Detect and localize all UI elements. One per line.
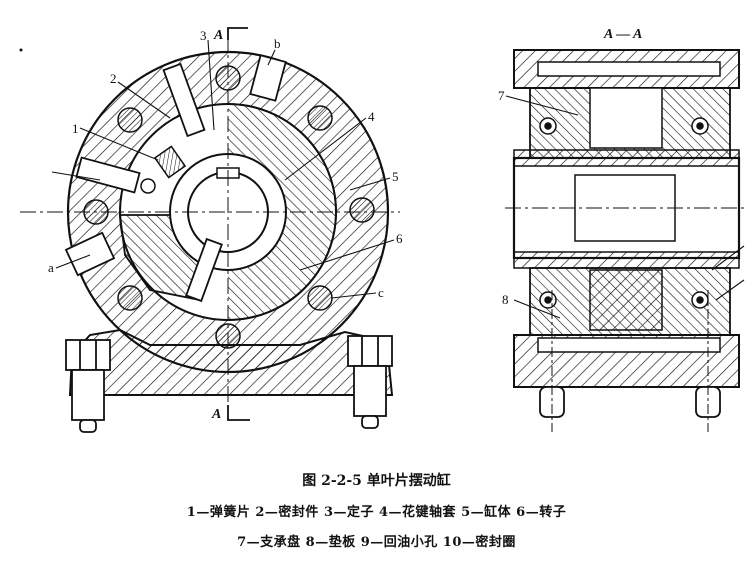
foot-bolt-left [65,339,111,433]
section-label-bottom: A [211,407,221,422]
front-view-drawing: 1 2 3 4 5 6 a b c A A [19,27,403,433]
section-mark-bottom [227,405,250,421]
callout-4: 4 [368,109,375,124]
figure-title: 图 2-2-5 单叶片摆动缸 [302,473,451,489]
seal-block-left [75,156,141,194]
callout-7: 7 [498,88,505,103]
section-view-drawing: A — A [498,27,748,432]
port-b [249,54,287,102]
callout-6: 6 [396,231,403,246]
section-leaders [505,95,745,319]
legend-line-1: 1—弹簧片 2—密封件 3—定子 4—花键轴套 5—缸体 6—转子 [186,505,567,520]
stray-mark [19,48,23,52]
section-foot-bolts [539,386,721,418]
callout-a: a [48,260,54,275]
support-bearings [539,117,709,309]
spring-plate [153,145,187,179]
foot-bolt-right [347,335,393,429]
leader-lines [51,39,395,299]
seal-block-upper [162,62,206,138]
callout-b: b [274,36,281,51]
section-mark-top [227,27,248,40]
callout-c: c [378,285,384,300]
seal-block-lower [185,237,223,303]
callout-8: 8 [502,292,509,307]
callout-2: 2 [110,71,117,86]
callout-3: 3 [200,28,207,43]
legend-line-2: 7—支承盘 8—垫板 9—回油小孔 10—密封圈 [237,535,516,550]
section-title: A — A [603,27,642,42]
section-label-top: A [213,28,223,43]
callout-1: 1 [72,121,79,136]
callout-5: 5 [392,169,399,184]
